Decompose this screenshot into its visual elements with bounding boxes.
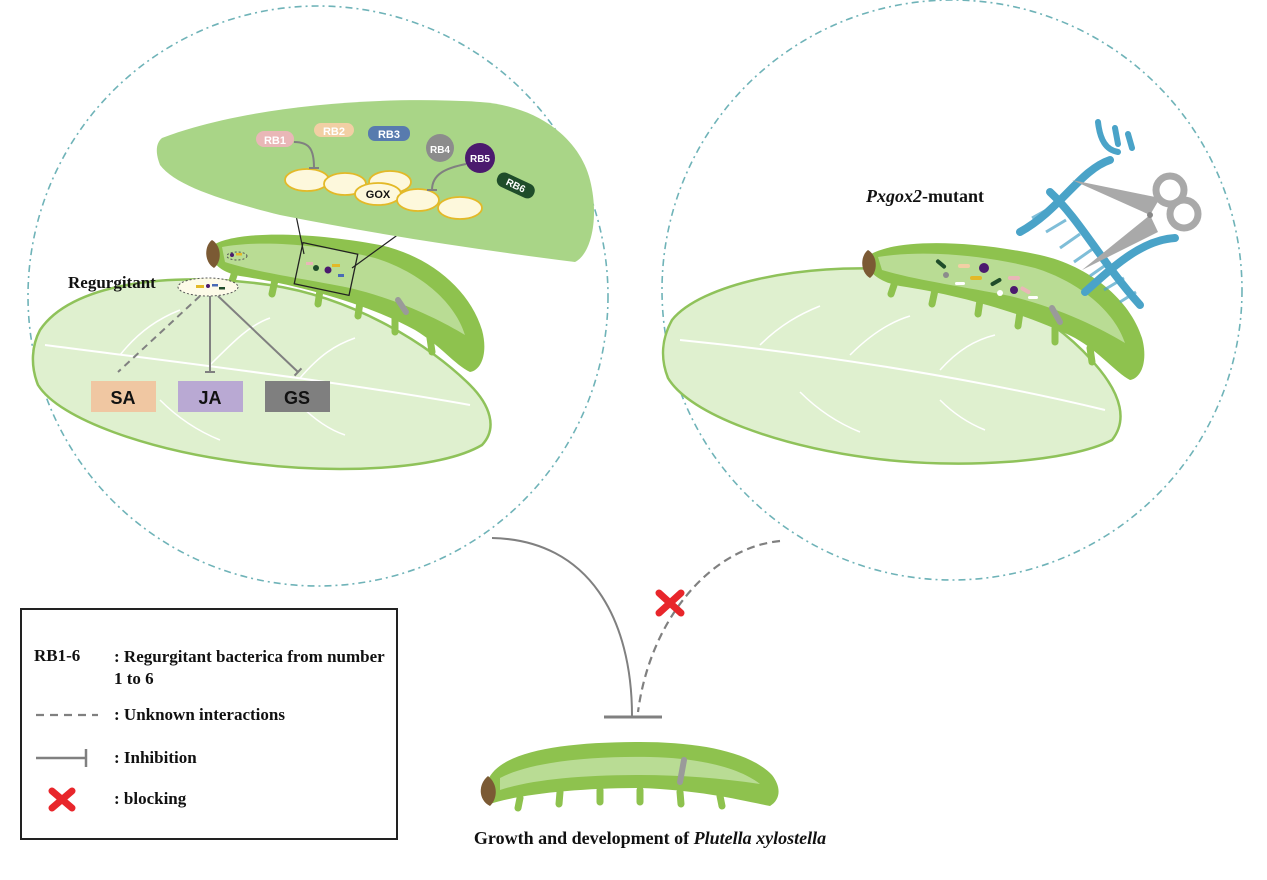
right-leaf (661, 267, 1122, 465)
bacterium-rb2: RB2 (314, 123, 354, 138)
bottom-larva (480, 742, 779, 812)
left-panel-circle (27, 5, 609, 587)
right-larva (862, 243, 1145, 380)
gox-cell (284, 168, 330, 192)
scissors-icon (1072, 172, 1202, 270)
bacterium-rb1: RB1 (256, 131, 294, 147)
svg-text:RB1: RB1 (264, 135, 286, 147)
mutant-unknown-interaction (636, 539, 781, 713)
svg-text:GS: GS (284, 388, 310, 408)
svg-text:RB3: RB3 (378, 129, 400, 141)
gox-cell (396, 188, 440, 212)
inhibition-to-gs (217, 295, 303, 377)
left-larva (206, 234, 485, 372)
svg-text:SA: SA (110, 388, 135, 408)
gox-cell-cluster: GOX (284, 168, 483, 220)
bottom-caption: Growth and development of Plutella xylos… (400, 828, 900, 849)
right-panel-circle (661, 0, 1243, 581)
regurgitant-droplet (177, 277, 239, 297)
svg-text:RB4: RB4 (430, 145, 450, 156)
svg-text:RB2: RB2 (323, 126, 345, 138)
bacterium-rb5: RB5 (465, 143, 495, 173)
left-panel: GOX RB1 RB2 RB3 RB4 RB5 (27, 5, 609, 587)
gox-label: GOX (366, 189, 391, 201)
inhibition-arrow-rb1 (293, 141, 320, 170)
gox-cell (437, 196, 483, 220)
mutant-label: Pxgox2-mutant (865, 186, 984, 206)
legend-text-dashed: : Unknown interactions (114, 705, 285, 724)
dna-icon (1016, 119, 1179, 309)
caption-species: Plutella xylostella (693, 828, 827, 848)
legend-dashed-line-icon (36, 713, 98, 717)
svg-text:RB5: RB5 (470, 154, 490, 165)
inhibition-to-growth (491, 537, 633, 717)
target-gs: GS (265, 381, 330, 412)
caption-prefix: Growth and development of (473, 828, 694, 848)
inhibition-arrow-rb5 (426, 163, 467, 192)
legend-text-blocking: : blocking (114, 789, 187, 808)
legend-inhibition-icon (36, 749, 88, 767)
legend-text-rb: : Regurgitant bacterica from number 1 to… (114, 647, 385, 688)
target-ja: JA (178, 381, 243, 412)
legend-box: RB1-6 : Regurgitant bacterica from numbe… (20, 608, 398, 840)
right-panel: Pxgox2-mutant (661, 0, 1243, 581)
svg-text:JA: JA (198, 388, 221, 408)
blocking-x-icon (655, 589, 685, 617)
legend-symbol-rb: RB1-6 (34, 646, 81, 665)
bacterium-rb3: RB3 (368, 126, 410, 141)
legend-blocking-x-icon (48, 787, 76, 812)
target-sa: SA (91, 381, 156, 412)
bacteria-group: RB1 RB2 RB3 RB4 RB5 RB6 (256, 123, 535, 199)
unknown-interaction-to-sa (117, 295, 201, 373)
regurgitant-label: Regurgitant (68, 273, 156, 292)
bacterium-rb4: RB4 (426, 134, 454, 162)
legend-text-inhibition: : Inhibition (114, 748, 197, 767)
